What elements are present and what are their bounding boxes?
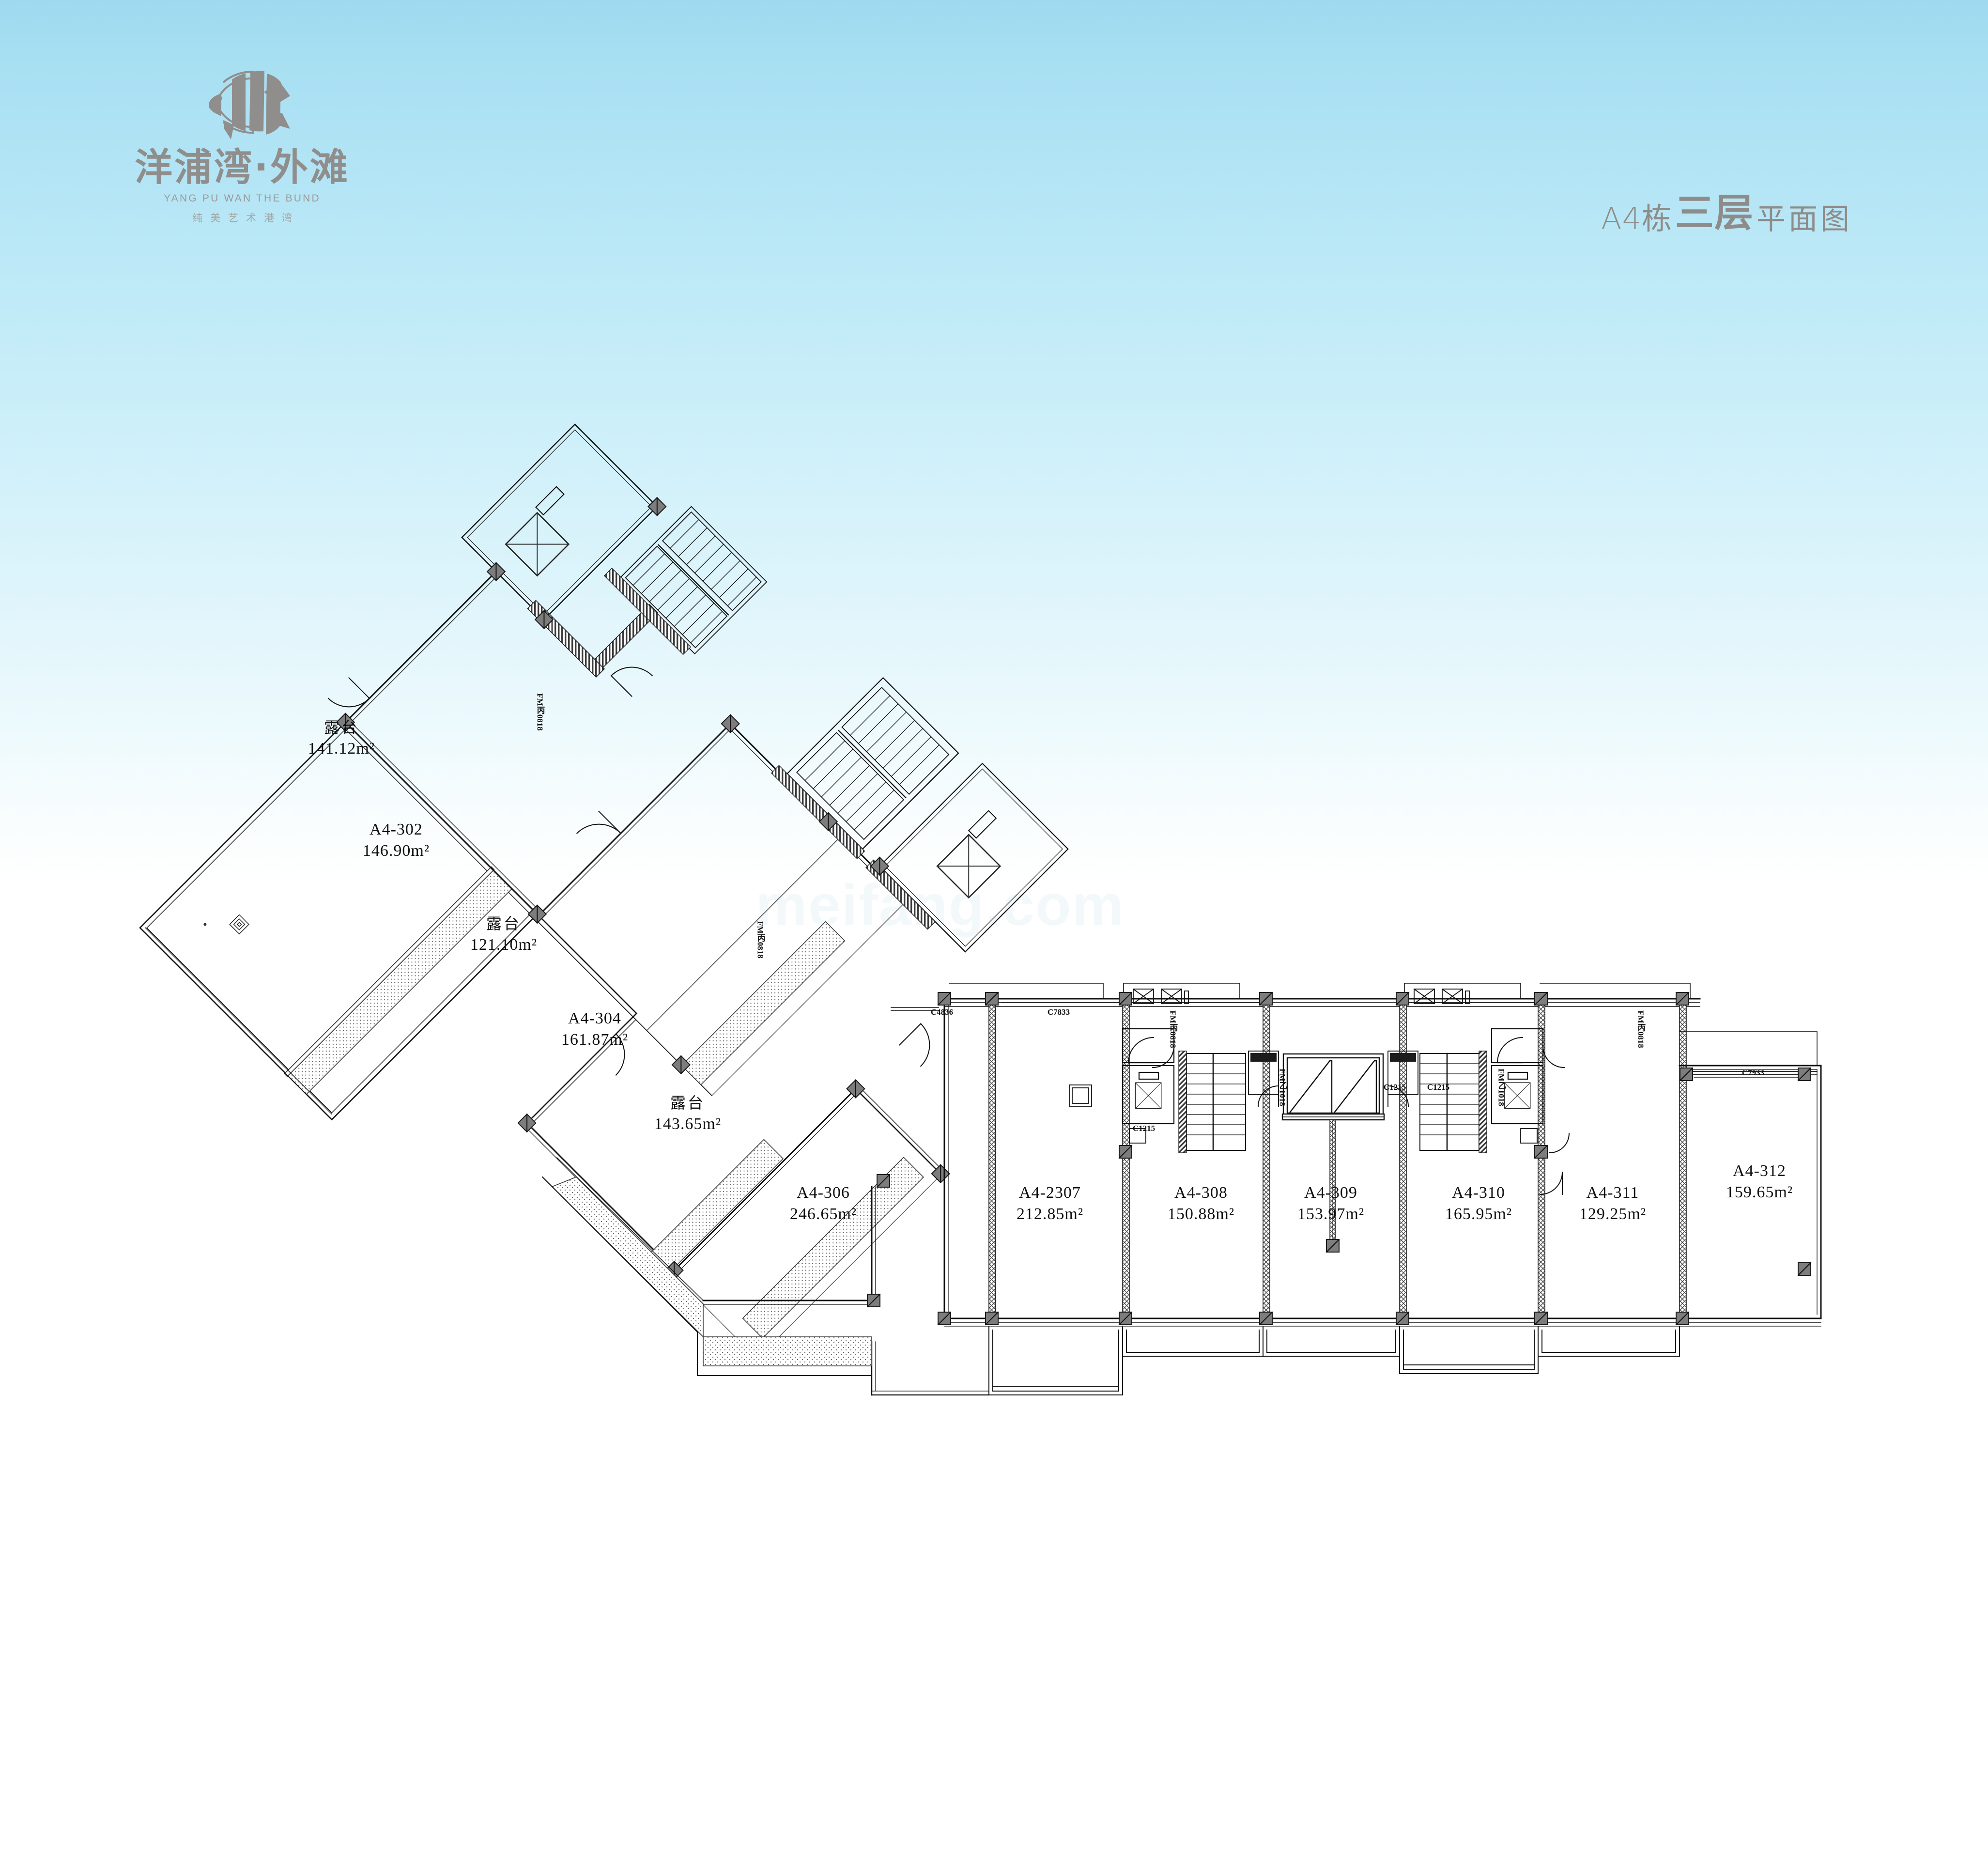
- terrace-label-3: 露台 143.65m²: [654, 1094, 722, 1133]
- window-code-C1215-b: C1215: [1383, 1083, 1406, 1092]
- unit-label-A4-308: A4-308 150.88m²: [1167, 1183, 1235, 1223]
- door-code-FM0818-b: FM丙0818: [755, 921, 765, 959]
- unit-label-A4-311: A4-311 129.25m²: [1579, 1183, 1647, 1223]
- door-code-FM0818-a: FM丙0818: [535, 693, 545, 731]
- page-title: A4栋 三层 平面图: [1601, 182, 1852, 238]
- window-code-C1215-c: C1215: [1427, 1083, 1450, 1092]
- tropical-fish-icon: [209, 71, 290, 139]
- unit-label-A4-312: A4-312 159.65m²: [1726, 1161, 1793, 1201]
- brand-name-en: YANG PU WAN THE BUND: [164, 192, 321, 204]
- window-code-C7833: C7833: [1047, 1007, 1070, 1017]
- title-floor: 三层: [1675, 190, 1754, 235]
- unit-label-A4-310: A4-310 165.95m²: [1445, 1183, 1512, 1223]
- unit-label-A4-306: A4-306 246.65m²: [789, 1183, 857, 1223]
- brand-logo-block: 洋浦湾·外滩 YANG PU WAN THE BUND 纯美艺术港湾: [116, 63, 368, 225]
- title-suffix: 平面图: [1757, 202, 1852, 236]
- unit-label-A4-302: A4-302 146.90m²: [362, 820, 430, 860]
- door-code-FM1018-b: FM乙1018: [1496, 1068, 1506, 1106]
- title-building: A4栋: [1601, 201, 1672, 236]
- brand-name-cn: 洋浦湾·外滩: [135, 146, 350, 189]
- door-code-FM1018-a: FM乙1018: [1278, 1068, 1287, 1106]
- window-code-C4836: C4836: [930, 1007, 954, 1017]
- door-code-FM0818-c: FM丙0818: [1168, 1010, 1178, 1048]
- unit-label-A4-2307: A4-2307 212.85m²: [1016, 1183, 1084, 1223]
- terrace-label-1: 露台 141.12m²: [308, 718, 375, 758]
- brand-tagline: 纯美艺术港湾: [192, 212, 300, 224]
- terrace-label-2: 露台 121.10m²: [470, 914, 538, 954]
- window-code-C1215-a: C1215: [1132, 1124, 1156, 1133]
- unit-label-A4-304: A4-304 161.87m²: [561, 1009, 629, 1049]
- unit-label-A4-309: A4-309 153.97m²: [1297, 1183, 1365, 1223]
- window-code-C7933: C7933: [1741, 1068, 1765, 1077]
- door-code-FM0818-d: FM丙0818: [1636, 1010, 1646, 1048]
